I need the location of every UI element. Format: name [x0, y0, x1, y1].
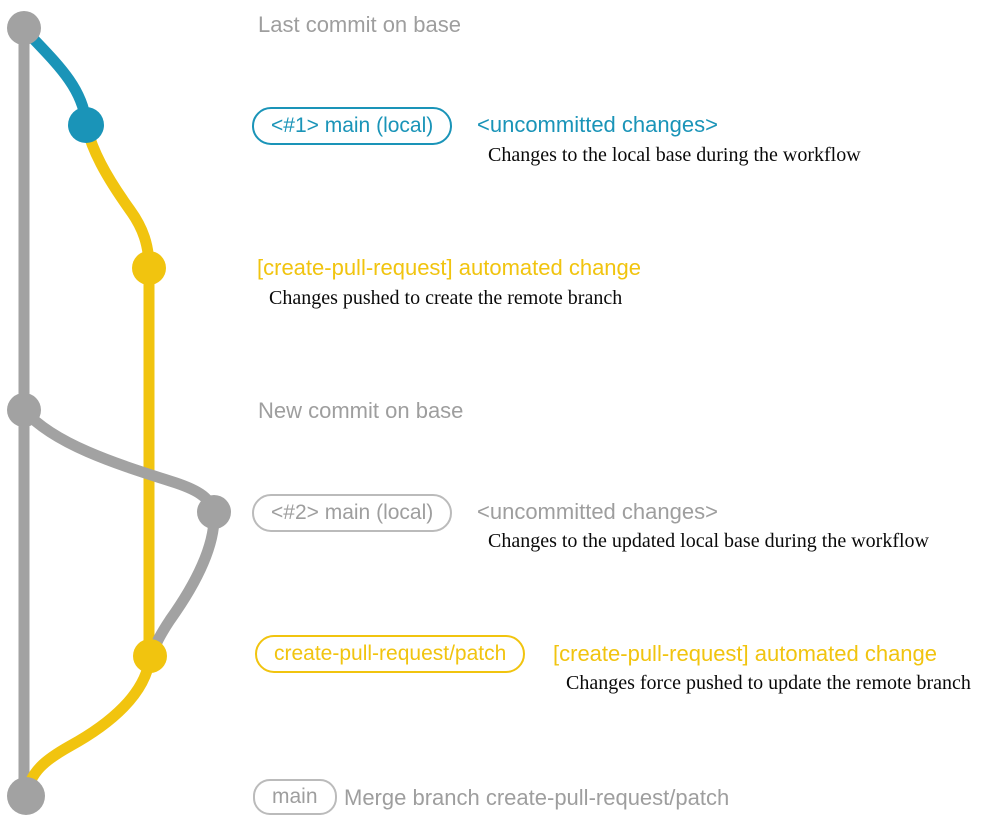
- commit-node-merge: [7, 777, 45, 815]
- updated-local-branch-gray-out: [19, 405, 220, 518]
- tag-merge-branch: Merge branch create-pull-request/patch: [344, 785, 730, 810]
- commit-node-pr-push: [132, 251, 166, 285]
- commit-node-new-base: [7, 393, 41, 427]
- note-updated-local-base-changes: Changes to the updated local base during…: [488, 530, 929, 552]
- note-changes-force-pushed: Changes force pushed to update the remot…: [566, 672, 971, 694]
- label-new-commit-on-base: New commit on base: [258, 398, 464, 423]
- commit-node-local-1: [68, 107, 104, 143]
- tag-uncommitted-changes-1: <uncommitted changes>: [477, 112, 718, 137]
- merge-branch-yellow: [20, 651, 156, 802]
- commit-node-local-2: [197, 495, 231, 529]
- branch-badge-main-local-2: <#2> main (local): [252, 494, 453, 532]
- note-local-base-changes: Changes to the local base during the wor…: [488, 144, 861, 166]
- label-last-commit-on-base: Last commit on base: [258, 12, 461, 37]
- updated-local-branch-gray-in: [145, 506, 220, 663]
- tag-uncommitted-changes-2: <uncommitted changes>: [477, 499, 718, 524]
- tag-automated-change-1: [create-pull-request] automated change: [257, 255, 642, 280]
- branch-badge-main: main: [253, 779, 337, 815]
- local-changes-branch-blue: [19, 24, 92, 128]
- note-changes-pushed: Changes pushed to create the remote bran…: [269, 287, 623, 309]
- branch-badge-main-local-1: <#1> main (local): [252, 107, 453, 145]
- commit-node-last-base: [7, 11, 41, 45]
- tag-automated-change-2: [create-pull-request] automated change: [553, 641, 938, 666]
- branch-badge-create-pull-request-patch: create-pull-request/patch: [255, 635, 526, 673]
- commit-node-pr-force-push: [133, 639, 167, 673]
- pr-branch-yellow: [80, 119, 155, 656]
